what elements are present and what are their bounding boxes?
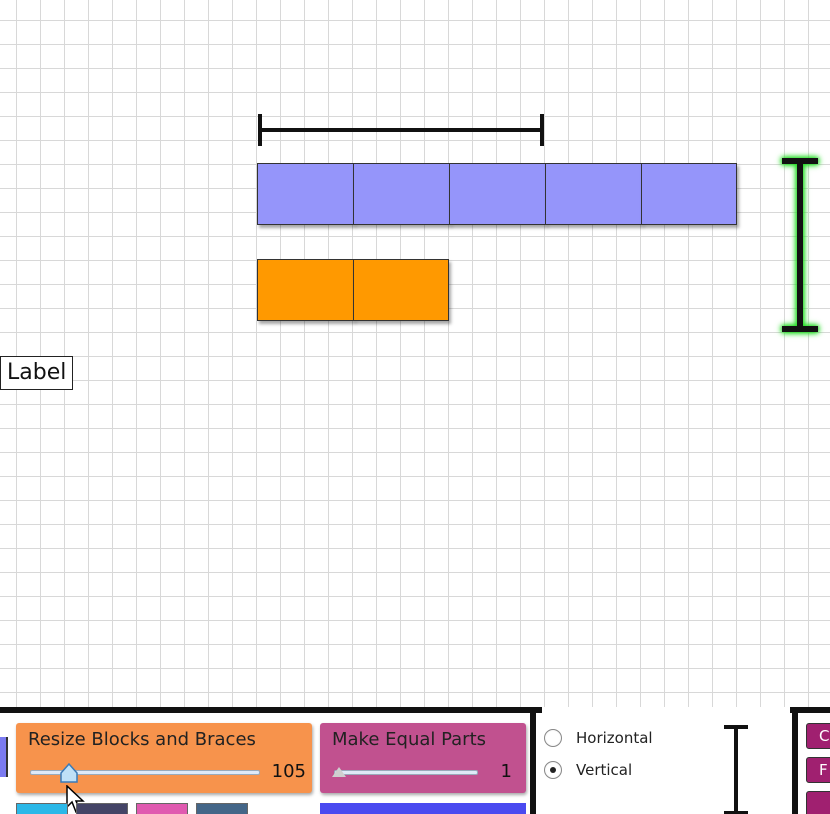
vertical-label: Vertical — [576, 761, 633, 779]
left-edge-button[interactable] — [0, 737, 8, 777]
right-panel-button[interactable]: F — [806, 757, 830, 783]
equal-parts-value: 1 — [500, 761, 512, 782]
tool-button[interactable] — [196, 803, 248, 814]
brace-top-end — [724, 725, 748, 729]
brace-bottom-end — [724, 811, 748, 814]
tool-button[interactable] — [16, 803, 68, 814]
workspace-canvas[interactable]: Label — [0, 0, 830, 707]
horizontal-label: Horizontal — [576, 729, 653, 747]
equal-parts-panel-title: Make Equal Parts — [332, 729, 487, 750]
brace-bar — [734, 725, 738, 814]
orange-block[interactable] — [257, 259, 354, 321]
blue-block[interactable] — [449, 163, 546, 225]
orientation-horizontal[interactable]: Horizontal — [544, 729, 653, 747]
blue-block[interactable] — [641, 163, 737, 225]
brace-left-end[interactable] — [258, 114, 262, 146]
bottom-toolbar: Resize Blocks and Braces 105 Make Equal … — [0, 707, 830, 814]
text-label[interactable]: Label — [0, 356, 74, 390]
right-panel-button[interactable] — [806, 791, 830, 814]
tool-button[interactable] — [76, 803, 128, 814]
equal-parts-slider-thumb[interactable] — [332, 767, 346, 777]
resize-blocks-panel: Resize Blocks and Braces 105 — [16, 723, 312, 793]
orientation-vertical[interactable]: Vertical — [544, 761, 632, 779]
brace-top-end[interactable] — [782, 158, 818, 164]
radio-vertical[interactable] — [544, 761, 562, 779]
blue-block[interactable] — [257, 163, 354, 225]
brace-preview-icon[interactable] — [724, 725, 748, 814]
toolbar-divider — [792, 707, 798, 814]
brace-bar — [258, 128, 544, 132]
horizontal-brace[interactable] — [258, 114, 544, 146]
blue-block[interactable] — [353, 163, 450, 225]
toolbar-divider — [530, 707, 536, 814]
resize-slider-track[interactable] — [30, 770, 260, 775]
brace-right-end[interactable] — [540, 114, 544, 146]
tool-button-blue[interactable] — [320, 803, 526, 814]
tool-button[interactable] — [136, 803, 188, 814]
orange-block[interactable] — [353, 259, 449, 321]
make-equal-parts-panel: Make Equal Parts 1 — [320, 723, 526, 793]
resize-panel-title: Resize Blocks and Braces — [28, 729, 256, 750]
vertical-brace-selected[interactable] — [782, 158, 818, 332]
resize-slider-thumb[interactable] — [60, 763, 78, 783]
brace-bottom-end[interactable] — [782, 326, 818, 332]
orientation-panel: Horizontal Vertical — [542, 707, 790, 814]
resize-slider-value: 105 — [271, 761, 306, 782]
equal-parts-slider-track[interactable] — [334, 770, 478, 775]
brace-bar — [797, 158, 803, 332]
right-panel-button[interactable]: C — [806, 723, 830, 749]
radio-horizontal[interactable] — [544, 729, 562, 747]
blue-block[interactable] — [545, 163, 642, 225]
